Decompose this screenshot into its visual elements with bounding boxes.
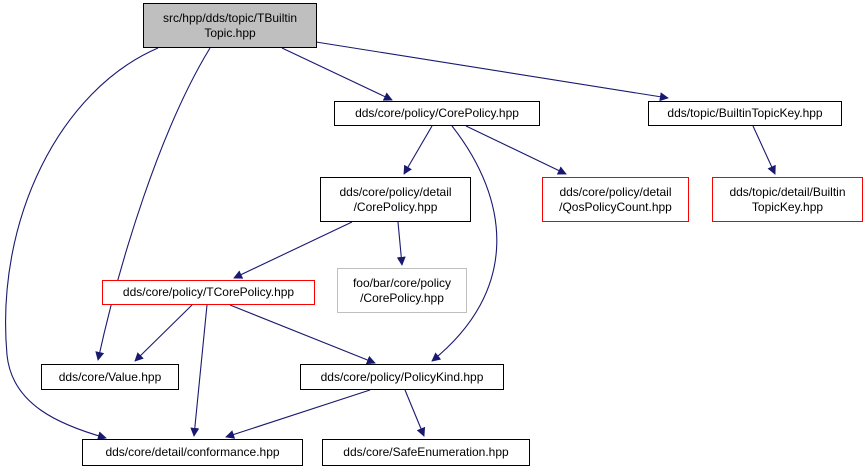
edge-tcore-policy-to-conformance: [190, 304, 208, 437]
edge-policy-kind-to-conformance: [225, 389, 371, 439]
edge-builtin-topic-to-conformance: [5, 47, 159, 441]
node-label: dds/core/policy/TCorePolicy.hpp: [122, 285, 295, 299]
node-label: dds/core/Value.hpp: [58, 369, 162, 384]
node-label: dds/core/policy/detail /QosPolicyCount.h…: [559, 184, 672, 214]
node-label: dds/core/policy/detail /CorePolicy.hpp: [339, 184, 452, 214]
node-value-hpp[interactable]: dds/core/Value.hpp: [41, 364, 179, 390]
edge-tcore-policy-to-value: [134, 304, 193, 362]
edge-core-policy-to-detail-core-policy: [403, 125, 433, 175]
edge-policy-kind-to-safe-enumeration: [404, 389, 426, 437]
node-label: dds/core/SafeEnumeration.hpp: [343, 445, 509, 459]
edge-core-policy-to-qos-policy-count: [465, 125, 567, 175]
node-label: dds/core/detail/conformance.hpp: [105, 445, 280, 459]
node-qos-policy-count-hpp[interactable]: dds/core/policy/detail /QosPolicyCount.h…: [542, 177, 689, 222]
node-conformance-hpp[interactable]: dds/core/detail/conformance.hpp: [82, 439, 303, 466]
edge-detail-core-policy-to-foo-core-policy: [396, 221, 406, 266]
node-label: dds/topic/BuiltinTopicKey.hpp: [667, 106, 823, 120]
node-foo-core-policy-hpp: foo/bar/core/policy /CorePolicy.hpp: [337, 268, 467, 313]
node-safe-enumeration-hpp[interactable]: dds/core/SafeEnumeration.hpp: [322, 439, 530, 466]
node-label: dds/core/policy/PolicyKind.hpp: [320, 369, 484, 384]
node-builtin-topic-key-hpp[interactable]: dds/topic/BuiltinTopicKey.hpp: [648, 101, 842, 126]
edge-builtin-topic-to-core-policy: [281, 47, 393, 101]
node-tcore-policy-hpp[interactable]: dds/core/policy/TCorePolicy.hpp: [102, 280, 315, 305]
edge-detail-core-policy-to-tcore-policy: [233, 221, 353, 279]
node-builtin-topic-hpp[interactable]: src/hpp/dds/topic/TBuiltin Topic.hpp: [143, 3, 317, 48]
node-label: dds/core/policy/CorePolicy.hpp: [355, 106, 519, 120]
node-label: dds/topic/detail/Builtin TopicKey.hpp: [729, 184, 846, 214]
node-policy-kind-hpp[interactable]: dds/core/policy/PolicyKind.hpp: [300, 364, 504, 390]
edge-tcore-policy-to-policy-kind: [229, 304, 376, 365]
edge-builtin-topic-to-value: [95, 47, 211, 361]
node-label: src/hpp/dds/topic/TBuiltin Topic.hpp: [162, 10, 298, 40]
edge-builtin-topic-key-to-detail-builtin-topic-key: [752, 125, 776, 175]
node-label: foo/bar/core/policy /CorePolicy.hpp: [352, 275, 452, 305]
node-detail-builtin-topic-key-hpp[interactable]: dds/topic/detail/Builtin TopicKey.hpp: [712, 177, 863, 222]
edge-builtin-topic-to-builtin-topic-key: [315, 41, 669, 102]
node-detail-core-policy-hpp[interactable]: dds/core/policy/detail /CorePolicy.hpp: [320, 177, 471, 222]
node-core-policy-hpp[interactable]: dds/core/policy/CorePolicy.hpp: [334, 101, 540, 126]
edge-core-policy-to-policy-kind: [431, 125, 498, 362]
